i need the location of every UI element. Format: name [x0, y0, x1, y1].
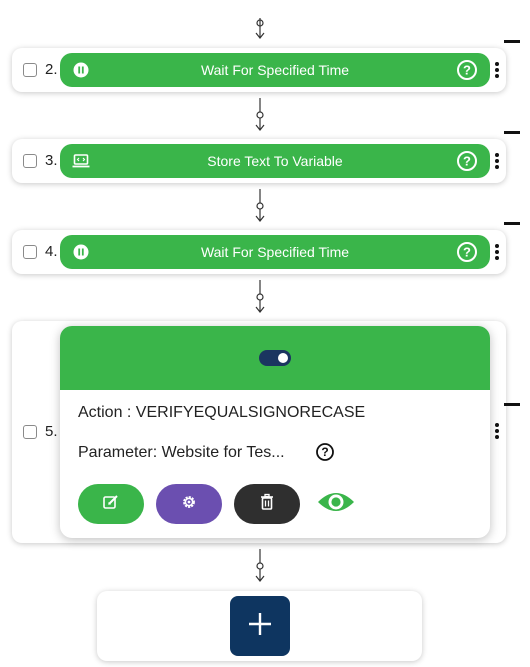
- divider: [504, 131, 520, 134]
- eye-icon[interactable]: [316, 487, 356, 517]
- svg-text:?: ?: [463, 154, 471, 169]
- pause-icon: [72, 243, 90, 261]
- step-label: Wait For Specified Time: [200, 62, 350, 78]
- help-icon[interactable]: ?: [456, 241, 478, 263]
- pause-icon: [72, 61, 90, 79]
- help-icon[interactable]: ?: [456, 150, 478, 172]
- step-card[interactable]: 2. Wait For Specified Time ?: [12, 48, 506, 92]
- parameter-text: Parameter: Website for Tes...: [78, 444, 285, 461]
- toggle-knob: [278, 353, 288, 363]
- step-action-pill[interactable]: Wait For Specified Time ?: [60, 235, 490, 269]
- step-label: Wait For Specified Time: [200, 244, 350, 260]
- action-text: Action : VERIFYEQUALSIGNORECASE: [78, 404, 366, 421]
- laptop-code-icon: [72, 152, 90, 170]
- connector: [253, 98, 267, 132]
- settings-button[interactable]: [156, 484, 222, 524]
- connector: [253, 280, 267, 314]
- edit-button[interactable]: [78, 484, 144, 524]
- trash-icon: [259, 493, 275, 516]
- more-options-icon[interactable]: [494, 60, 500, 80]
- more-options-icon[interactable]: [494, 151, 500, 171]
- svg-text:?: ?: [463, 245, 471, 260]
- step-checkbox[interactable]: [23, 154, 37, 168]
- step-action-pill[interactable]: Wait For Specified Time ?: [60, 53, 490, 87]
- step-checkbox[interactable]: [23, 63, 37, 77]
- connector: [253, 189, 267, 223]
- enable-toggle[interactable]: [259, 350, 291, 366]
- svg-text:?: ?: [321, 445, 328, 459]
- step-card[interactable]: 4. Wait For Specified Time ?: [12, 230, 506, 274]
- step-number: 5.: [45, 423, 58, 440]
- step-number: 3.: [45, 152, 58, 169]
- divider: [504, 222, 520, 225]
- gear-icon: [180, 493, 198, 516]
- step-action-pill[interactable]: Store Text To Variable ?: [60, 144, 490, 178]
- divider: [504, 403, 520, 406]
- delete-button[interactable]: [234, 484, 300, 524]
- step-number: 2.: [45, 61, 58, 78]
- more-options-icon[interactable]: [494, 242, 500, 262]
- more-options-icon[interactable]: [494, 421, 500, 441]
- step-checkbox[interactable]: [23, 425, 37, 439]
- step-detail-header: [60, 326, 490, 390]
- add-step-card: [97, 591, 422, 661]
- svg-text:?: ?: [463, 63, 471, 78]
- step-detail-panel: Action : VERIFYEQUALSIGNORECASE Paramete…: [60, 326, 490, 538]
- edit-icon: [102, 493, 120, 516]
- step-card[interactable]: 3. Store Text To Variable ?: [12, 139, 506, 183]
- add-step-button[interactable]: [230, 596, 290, 656]
- connector: [253, 18, 267, 40]
- plus-icon: [247, 611, 273, 642]
- divider: [504, 40, 520, 43]
- connector: [253, 549, 267, 583]
- help-icon[interactable]: ?: [315, 442, 335, 462]
- step-checkbox[interactable]: [23, 245, 37, 259]
- step-label: Store Text To Variable: [207, 153, 343, 169]
- step-number: 4.: [45, 243, 58, 260]
- help-icon[interactable]: ?: [456, 59, 478, 81]
